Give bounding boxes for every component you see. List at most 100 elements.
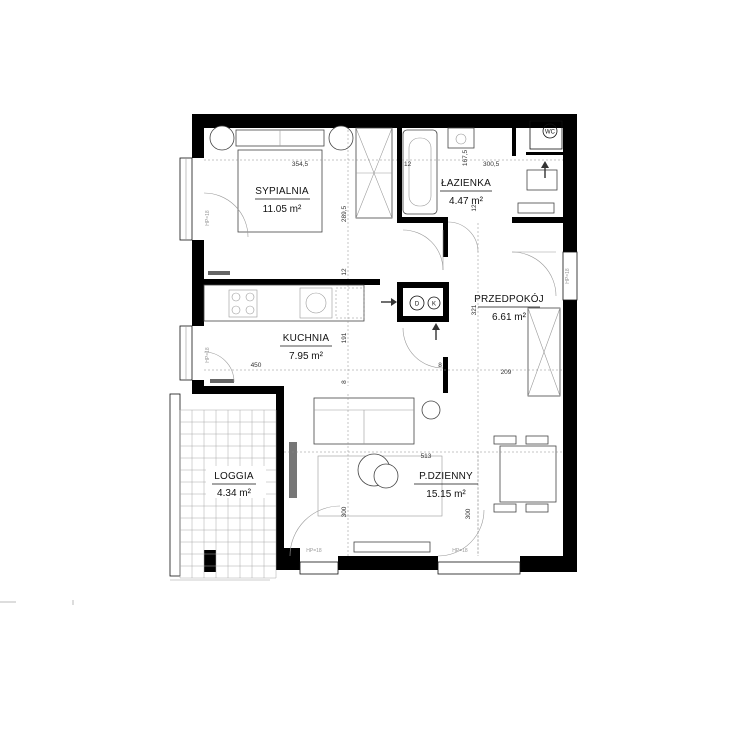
bathroom-east-stub (443, 217, 448, 257)
wc-arrow (541, 161, 549, 168)
living-window-1 (299, 561, 339, 575)
bedroom-kitchen-wall (204, 279, 380, 285)
dim-8a: 8 (341, 380, 348, 384)
dim-12a: 12 (404, 161, 412, 168)
symbol-d: D (415, 302, 420, 308)
kitchen-fixtures (203, 284, 440, 383)
bathroom-south-wall-b (512, 217, 563, 223)
living-furniture (289, 397, 557, 557)
south-wall-b (338, 556, 438, 570)
door-swing-entrance (511, 251, 557, 297)
bathtub (402, 129, 438, 215)
sink (305, 292, 327, 314)
dim-354: 354,5 (292, 161, 309, 168)
dimension-labels: 354,5 289,5 12 167,5 300,5 12 12 321 191… (251, 149, 512, 519)
dim-300a: 300,5 (483, 161, 500, 168)
dim-300c: 300 (465, 508, 472, 519)
shaft-arrow-left (391, 298, 397, 306)
side-table (421, 400, 441, 420)
loggia-tiles (179, 409, 277, 579)
radiator-bedroom (208, 271, 230, 275)
shaft-symbols: D K WC (409, 130, 556, 311)
hp-kitchen: HP=18 (205, 347, 211, 363)
window-swing-kitchen (203, 351, 235, 383)
wc-box (529, 120, 563, 150)
wc-niche-wall (512, 128, 516, 156)
south-wall-c (520, 556, 577, 572)
chimney-symbol (427, 296, 441, 310)
window-swing-living (437, 509, 485, 557)
room-name-sypialnia: SYPIALNIA (255, 186, 309, 197)
room-name-lazienka: ŁAZIENKA (441, 178, 491, 189)
bathroom-south-wall-a (397, 217, 443, 223)
radiator-living (289, 442, 297, 498)
chair-1 (493, 435, 517, 445)
interior-walls (204, 128, 563, 393)
shaft-arrow-up (432, 323, 440, 330)
dining-table (499, 445, 557, 503)
dim-450: 450 (251, 362, 262, 369)
loggia-door-swing (289, 505, 341, 557)
wc-symbol (542, 123, 558, 139)
fridge-outline (335, 287, 365, 319)
door-swing-bath (447, 221, 479, 253)
room-area-przedpokoj: 6.61 m² (492, 312, 527, 323)
dim-12c: 12 (471, 204, 478, 212)
tv-unit (353, 541, 431, 553)
loggia-pier (204, 550, 216, 572)
door-swing-bedroom (402, 229, 444, 271)
door-swing-kitchen (402, 327, 444, 369)
east-wall-upper (563, 114, 577, 252)
dim-321: 321 (471, 304, 478, 315)
nightstand-left (209, 125, 235, 151)
north-wall (192, 114, 577, 128)
room-area-sypialnia: 11.05 m² (263, 204, 302, 215)
bedroom-furniture (203, 125, 393, 275)
hp-living-2: HP=18 (452, 548, 468, 554)
windows (169, 157, 578, 581)
room-area-loggia: 4.34 m² (217, 488, 252, 499)
chair-4 (525, 503, 549, 513)
cooktop (228, 289, 258, 318)
hall-elements (402, 229, 561, 397)
west-wall-top (192, 114, 204, 158)
hall-window (562, 251, 578, 301)
window-swing-bedroom (203, 192, 249, 238)
coffee-table-2 (373, 463, 399, 489)
bathroom-west-wall (397, 128, 402, 223)
east-wall-lower (563, 300, 577, 572)
bed (237, 149, 323, 233)
living-window-2 (437, 561, 521, 575)
room-labels: SYPIALNIA 11.05 m² ŁAZIENKA 4.47 m² PRZE… (206, 178, 544, 500)
dim-209: 209 (501, 369, 512, 376)
wc-niche-sill (526, 152, 563, 155)
chair-3 (493, 503, 517, 513)
kitchen-south-wall (204, 386, 284, 394)
loggia-rail (169, 393, 181, 577)
dim-300b: 300 (341, 506, 348, 517)
hall-wall-stub (443, 357, 448, 393)
room-name-przedpokoj: PRZEDPOKÓJ (474, 292, 544, 305)
hp-bedroom: HP=18 (205, 210, 211, 226)
towel-rail (517, 202, 555, 214)
dim-12b: 12 (341, 268, 348, 276)
washbasin (447, 127, 475, 149)
drain-symbol (409, 295, 425, 311)
exterior-walls (192, 114, 577, 572)
hp-hall: HP=18 (565, 268, 571, 284)
room-name-pdzienny: P.DZIENNY (419, 471, 473, 482)
bathroom-fixtures (402, 120, 563, 253)
dim-167: 167,5 (462, 149, 469, 166)
room-area-lazienka: 4.47 m² (449, 196, 484, 207)
dim-191: 191 (341, 332, 348, 343)
west-wall-middle (192, 240, 204, 326)
counter (203, 284, 365, 322)
dim-289: 289,5 (341, 205, 348, 222)
radiator-kitchen (210, 379, 234, 383)
room-name-loggia: LOGGIA (214, 471, 254, 482)
south-wall-a (276, 548, 300, 570)
chair-2 (525, 435, 549, 445)
loggia-wall (276, 392, 284, 552)
